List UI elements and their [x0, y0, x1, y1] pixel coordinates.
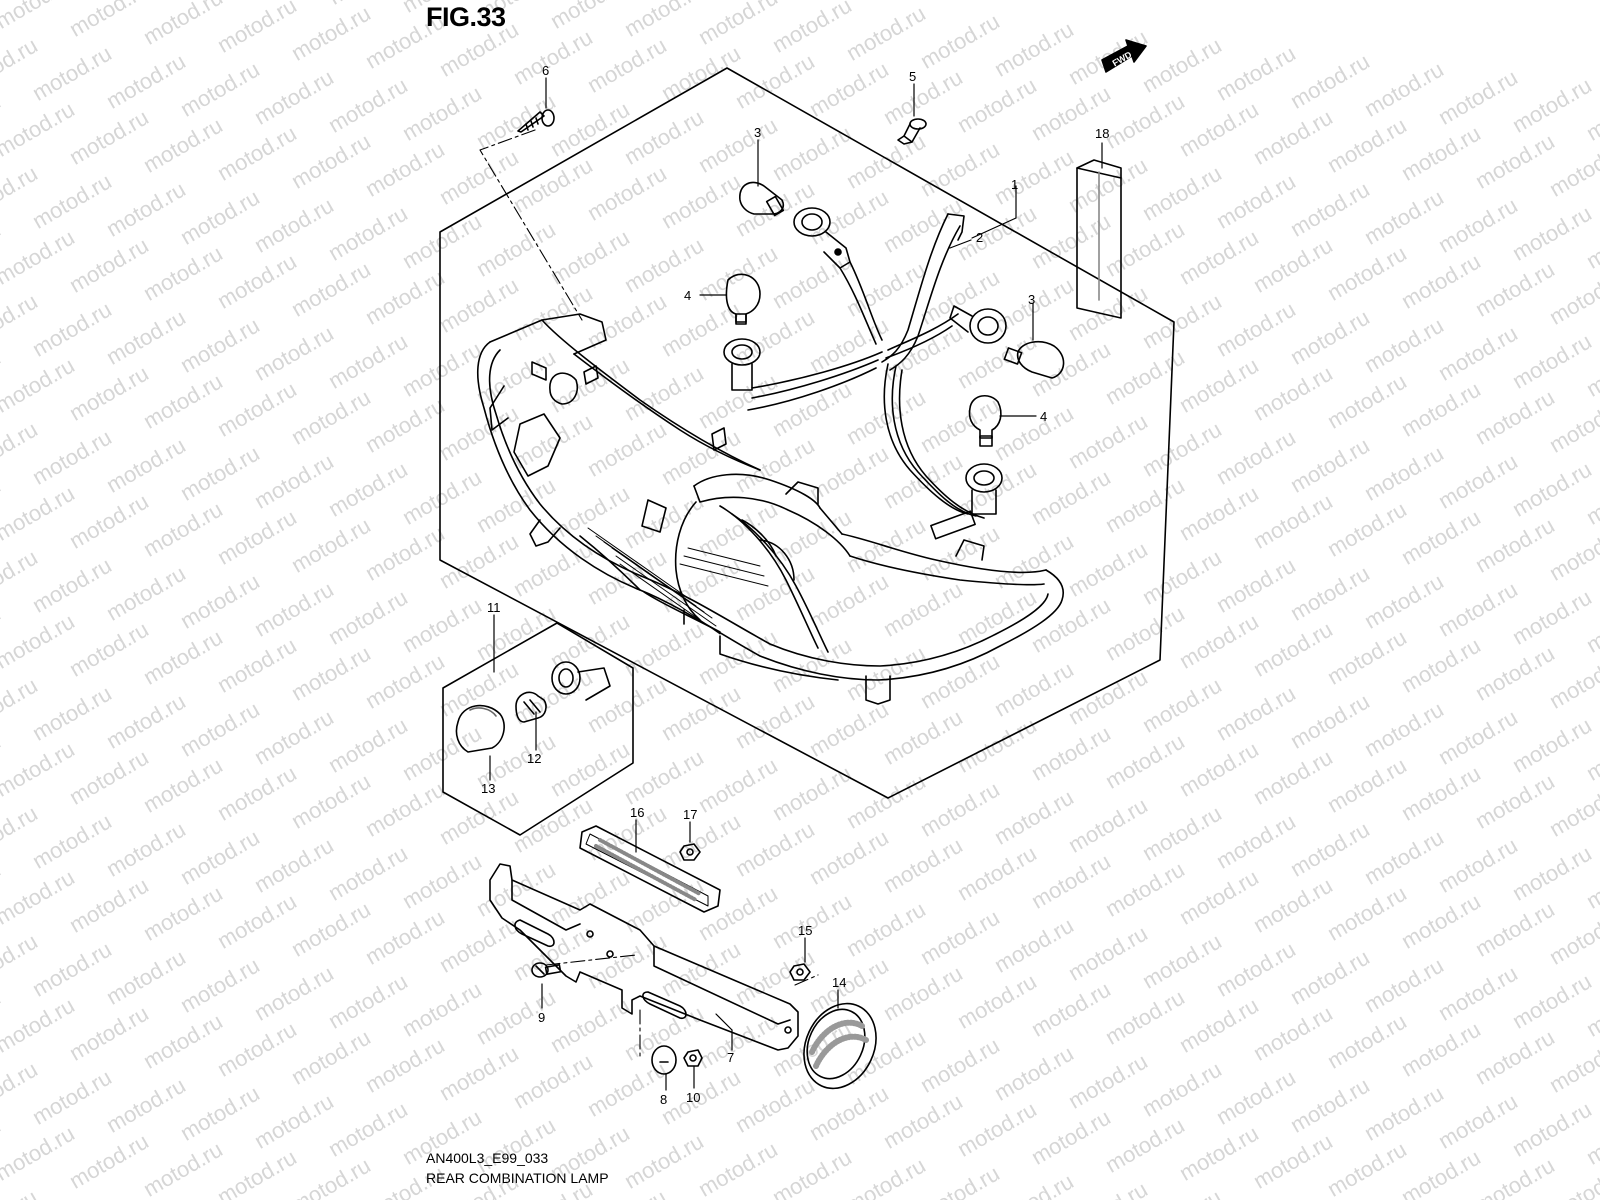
callout-5: 5 — [909, 69, 916, 84]
part-13-lens-cap — [455, 704, 505, 753]
callout-17: 17 — [683, 807, 697, 822]
figure-name: REAR COMBINATION LAMP — [426, 1170, 609, 1186]
callout-13: 13 — [481, 781, 495, 796]
figure-code: AN400L3_E99_033 — [426, 1150, 549, 1166]
part-14-round-reflector — [803, 1002, 877, 1090]
callout-3: 3 — [754, 125, 761, 140]
callout-3b: 3 — [1028, 292, 1035, 307]
part-9-screw — [531, 962, 562, 978]
callout-12: 12 — [527, 751, 541, 766]
part-16-reflector-strip — [579, 825, 721, 913]
callout-15: 15 — [798, 923, 812, 938]
callout-10: 10 — [686, 1090, 700, 1105]
callout-9: 9 — [538, 1010, 545, 1025]
leader-lines — [489, 77, 1103, 1091]
part-3-bulb-right — [1003, 340, 1065, 379]
part-15-nut — [789, 963, 811, 981]
callout-group: 1 2 3 3 4 4 5 6 7 8 9 10 11 12 13 14 15 … — [481, 63, 1109, 1107]
callout-18: 18 — [1095, 126, 1109, 141]
callout-4b: 4 — [1040, 409, 1047, 424]
fwd-arrow-icon — [1101, 39, 1147, 73]
part-1-lamp-housing — [476, 313, 1064, 705]
part-12-small-bulb — [515, 691, 547, 723]
part-18-label-sheet — [1076, 159, 1122, 319]
callout-6: 6 — [542, 63, 549, 78]
callout-8: 8 — [660, 1092, 667, 1107]
part-3-bulb-upper — [739, 181, 785, 217]
assembly-centerlines — [479, 129, 819, 1061]
socket-left — [723, 338, 761, 391]
part-7-bracket — [489, 863, 799, 1051]
part-10-nut — [683, 1049, 703, 1067]
part-4-bulb-left — [725, 273, 761, 325]
part-6-screw — [517, 109, 555, 133]
callout-7: 7 — [727, 1050, 734, 1065]
part-5-clip — [897, 118, 927, 145]
subassembly-frame — [442, 622, 634, 836]
socket-lower-right — [965, 463, 1003, 515]
assembly-frame — [439, 67, 1175, 799]
socket-upper — [793, 207, 851, 269]
callout-4: 4 — [684, 288, 691, 303]
callout-1: 1 — [1011, 177, 1018, 192]
socket-right — [949, 305, 1007, 344]
part-2-wire-harness — [747, 213, 985, 540]
figure-title: FIG.33 — [426, 2, 506, 32]
part-4-bulb-right — [968, 395, 1002, 447]
callout-11: 11 — [487, 600, 501, 615]
part-17-nut — [679, 843, 701, 861]
callout-16: 16 — [630, 805, 644, 820]
socket-small — [551, 661, 611, 701]
callout-2: 2 — [976, 230, 983, 245]
callout-14: 14 — [832, 975, 846, 990]
part-8-washer — [651, 1045, 677, 1075]
